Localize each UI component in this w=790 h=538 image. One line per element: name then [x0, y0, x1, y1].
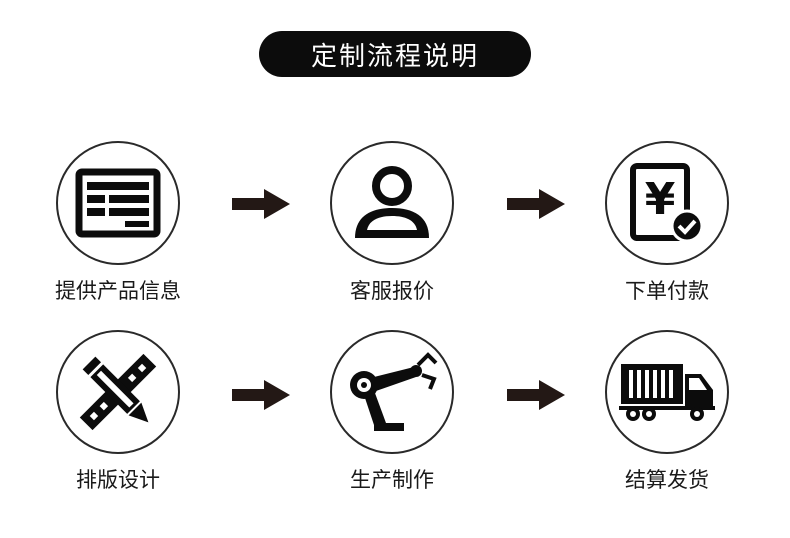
truck-icon [619, 364, 715, 421]
arrow-right-icon [507, 380, 565, 410]
step-circle [56, 330, 180, 454]
step-quote: 客服报价 [312, 141, 472, 305]
step-label: 排版设计 [76, 468, 160, 492]
arrow-right-icon [507, 189, 565, 219]
yen-receipt-icon: ¥ [630, 163, 704, 243]
step-circle [605, 330, 729, 454]
process-title: 定制流程说明 [259, 31, 531, 77]
step-label: 生产制作 [350, 468, 434, 492]
step-label: 客服报价 [350, 279, 434, 303]
step-payment: ¥ 下单付款 [587, 141, 747, 305]
step-provide-info: 提供产品信息 [38, 141, 198, 305]
form-icon [75, 168, 161, 238]
step-circle [330, 141, 454, 265]
step-circle [56, 141, 180, 265]
pencil-ruler-icon [79, 353, 157, 431]
svg-text:¥: ¥ [645, 174, 676, 225]
step-layout-design: 排版设计 [38, 330, 198, 494]
step-shipping: 结算发货 [587, 330, 747, 494]
step-label: 下单付款 [625, 279, 709, 303]
arrow-right-icon [232, 380, 290, 410]
step-label: 结算发货 [625, 468, 709, 492]
user-icon [355, 166, 429, 238]
robot-arm-icon [350, 352, 438, 431]
arrow-right-icon [232, 189, 290, 219]
step-circle [330, 330, 454, 454]
step-label: 提供产品信息 [55, 279, 181, 303]
step-production: 生产制作 [312, 330, 472, 494]
step-circle: ¥ [605, 141, 729, 265]
